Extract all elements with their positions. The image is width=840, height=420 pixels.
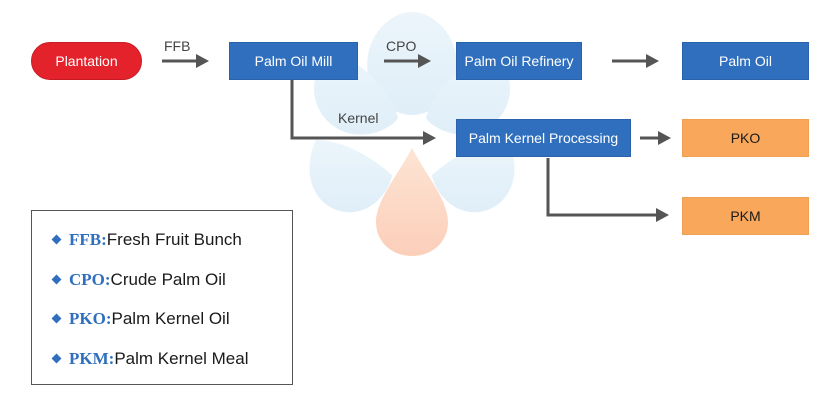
node-palm-kernel-processing-label: Palm Kernel Processing: [468, 130, 619, 146]
node-palm-oil-refinery-label: Palm Oil Refinery: [464, 53, 574, 69]
diamond-bullet-icon: [51, 353, 62, 364]
node-pkm-label: PKM: [730, 208, 761, 224]
legend-item: PKO:Palm Kernel Oil: [51, 309, 230, 329]
arrow-mill-to-kernel-processing: [290, 80, 425, 140]
node-pko: PKO: [682, 119, 809, 157]
edge-label-kernel: Kernel: [338, 110, 379, 126]
abbreviation-legend: FFB:Fresh Fruit Bunch CPO:Crude Palm Oil…: [31, 210, 293, 385]
legend-item: PKM:Palm Kernel Meal: [51, 349, 249, 369]
node-plantation-label: Plantation: [55, 53, 118, 69]
diamond-bullet-icon: [51, 234, 62, 245]
arrow-kernel-processing-to-pkm: [546, 158, 658, 217]
node-palm-oil: Palm Oil: [682, 42, 809, 80]
legend-item: FFB:Fresh Fruit Bunch: [51, 230, 242, 250]
legend-abbr: PKM:: [69, 349, 115, 368]
node-plantation: Plantation: [31, 42, 142, 80]
legend-text: Palm Kernel Oil: [111, 309, 230, 328]
node-palm-kernel-processing: Palm Kernel Processing: [456, 119, 631, 157]
edge-label-cpo: CPO: [386, 38, 417, 54]
node-pkm: PKM: [682, 197, 809, 235]
legend-abbr: CPO:: [69, 270, 111, 289]
legend-abbr: PKO:: [69, 309, 112, 328]
node-palm-oil-label: Palm Oil: [719, 53, 772, 69]
legend-text: Fresh Fruit Bunch: [106, 230, 242, 249]
diamond-bullet-icon: [51, 274, 62, 285]
diamond-bullet-icon: [51, 313, 62, 324]
node-pko-label: PKO: [730, 130, 761, 146]
node-palm-oil-mill-label: Palm Oil Mill: [254, 53, 333, 69]
node-palm-oil-refinery: Palm Oil Refinery: [456, 42, 582, 80]
legend-text: Crude Palm Oil: [110, 270, 226, 289]
edge-label-ffb: FFB: [164, 38, 191, 54]
legend-abbr: FFB:: [69, 230, 107, 249]
legend-item: CPO:Crude Palm Oil: [51, 270, 226, 290]
node-palm-oil-mill: Palm Oil Mill: [229, 42, 358, 80]
legend-text: Palm Kernel Meal: [114, 349, 249, 368]
